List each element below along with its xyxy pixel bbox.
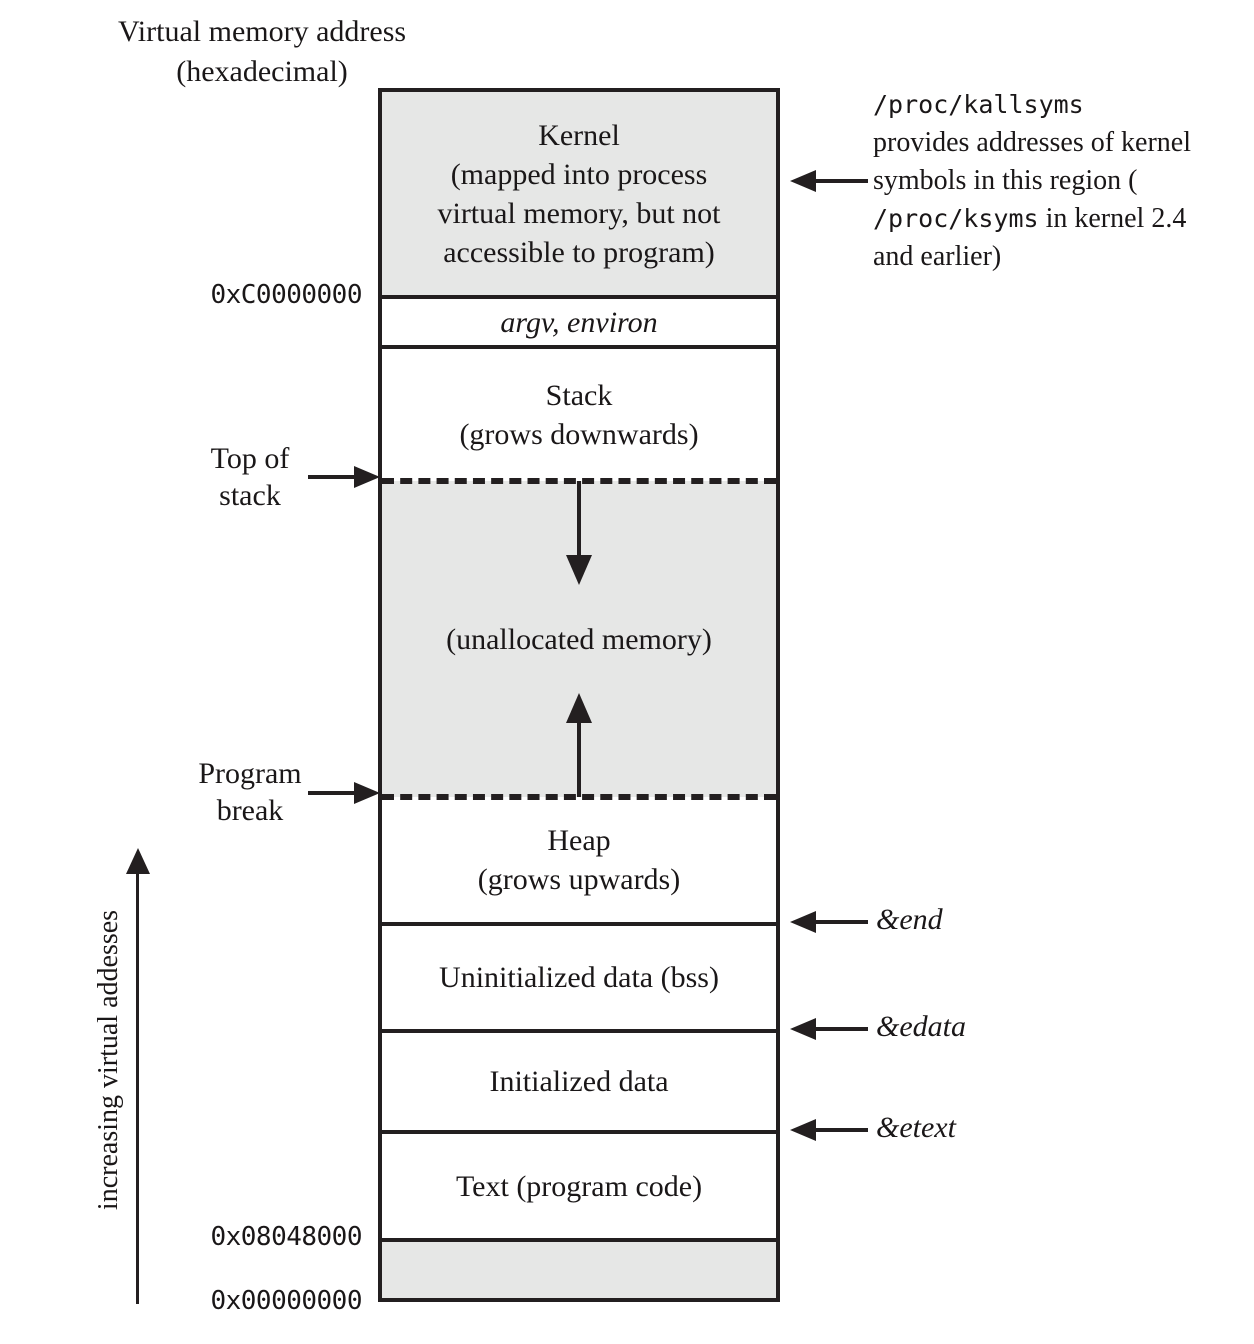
kallsyms-arrow: [790, 170, 868, 192]
segment-kernel-line4: accessible to program): [443, 235, 715, 269]
callout-top-of-stack-line1: Top of: [210, 442, 290, 475]
annotation-kallsyms: /proc/kallsyms provides addresses of ker…: [873, 86, 1223, 276]
kallsyms-path-primary: /proc/kallsyms: [873, 90, 1084, 119]
etext-symbol-arrow: [790, 1119, 868, 1141]
segment-kernel-line1: Kernel: [538, 118, 620, 152]
segment-stack: Stack (grows downwards): [382, 349, 776, 481]
segment-kernel-line3: virtual memory, but not: [437, 196, 721, 230]
segment-initialized-data: Initialized data: [382, 1033, 776, 1134]
callout-top-of-stack: Top of stack: [140, 440, 360, 514]
program-break-boundary: [382, 794, 776, 800]
segment-text: Text (program code): [382, 1134, 776, 1242]
top-of-stack-boundary: [382, 478, 776, 484]
segment-unallocated-label: (unallocated memory): [446, 622, 712, 656]
axis-shaft: [136, 868, 139, 1304]
segment-bss-label: Uninitialized data (bss): [439, 961, 719, 994]
heap-growth-arrow-up: [562, 693, 596, 797]
segment-argv-environ-label: argv, environ: [500, 305, 658, 339]
page-title-line2: (hexadecimal): [176, 54, 348, 88]
segment-uninitialized-data-bss: Uninitialized data (bss): [382, 926, 776, 1033]
segment-stack-line2: (grows downwards): [459, 418, 699, 451]
page-title-line1: Virtual memory address: [117, 15, 407, 48]
symbol-label-end: &end: [876, 903, 943, 936]
callout-program-break-line1: Program: [198, 757, 302, 790]
page-title: Virtual memory address (hexadecimal): [72, 12, 452, 91]
callout-program-break-line2: break: [216, 794, 284, 828]
segment-kernel-line2: (mapped into process: [450, 157, 708, 191]
stack-growth-arrow-down: [562, 481, 596, 585]
kallsyms-note-text2: in kernel 2.4 and earlier): [873, 203, 1187, 273]
segment-stack-line1: Stack: [545, 379, 613, 412]
address-label-zero: 0x00000000: [210, 1286, 362, 1316]
increasing-addresses-axis: increasing virtual addesses: [64, 848, 154, 1304]
callout-program-break: Program break: [140, 755, 360, 829]
segment-reserved-low-memory: [382, 1242, 776, 1298]
symbol-label-etext: &etext: [876, 1111, 956, 1144]
segment-initialized-data-label: Initialized data: [489, 1065, 669, 1098]
segment-heap-line1: Heap: [547, 823, 611, 857]
top-of-stack-arrow: [308, 466, 380, 488]
address-label-kernel-base: 0xC0000000: [210, 280, 362, 310]
kallsyms-note-text1: provides addresses of kernel symbols in …: [873, 127, 1192, 197]
segment-heap-line2: (grows upwards): [477, 862, 681, 896]
edata-symbol-arrow: [790, 1018, 868, 1040]
segment-text-label: Text (program code): [455, 1169, 703, 1203]
axis-label: increasing virtual addesses: [93, 909, 124, 1211]
segment-argv-environ: argv, environ: [382, 295, 776, 349]
callout-top-of-stack-line2: stack: [219, 479, 281, 513]
kallsyms-path-legacy: /proc/ksyms: [873, 204, 1039, 234]
address-label-text-base: 0x08048000: [210, 1222, 362, 1252]
symbol-label-edata: &edata: [876, 1010, 966, 1043]
segment-kernel: Kernel (mapped into process virtual memo…: [382, 92, 776, 295]
segment-heap: Heap (grows upwards): [382, 797, 776, 926]
end-symbol-arrow: [790, 911, 868, 933]
program-break-arrow: [308, 782, 380, 804]
memory-layout-column: Kernel (mapped into process virtual memo…: [378, 88, 780, 1302]
